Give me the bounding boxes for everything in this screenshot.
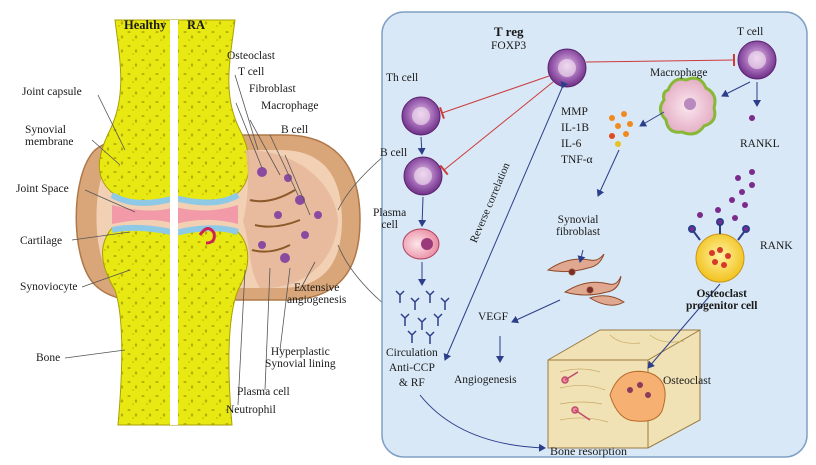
label-b-cell-right: B cell <box>380 147 407 159</box>
label-rankl: RANKL <box>740 138 780 150</box>
label-hyperplastic-lining: Hyperplastic Synovial lining <box>265 346 336 370</box>
label-cartilage: Cartilage <box>20 235 62 247</box>
label-osteoclast-left: Osteoclast <box>227 50 275 62</box>
label-fibroblast-left: Fibroblast <box>249 83 296 95</box>
label-neutrophil-left: Neutrophil <box>226 404 276 416</box>
label-treg-title: T reg <box>494 26 524 38</box>
label-circulation: Circulation Anti-CCP & RF <box>386 346 438 391</box>
label-extensive-angiogenesis: Extensive angiogenesis <box>287 282 346 306</box>
label-synovial-membrane: Synovial membrane <box>25 124 74 148</box>
label-osteoclast-right: Osteoclast <box>663 375 711 387</box>
label-treg-sub: FOXP3 <box>491 40 526 52</box>
osteoclast-progenitor-cell <box>696 234 744 282</box>
label-cytokine-1: IL-1B <box>561 122 589 134</box>
heading-ra: RA <box>187 19 205 31</box>
label-angiogenesis: Angiogenesis <box>454 374 517 386</box>
label-cytokine-2: IL-6 <box>561 138 581 150</box>
label-synovial-fibroblast: Synovial fibroblast <box>556 214 600 238</box>
label-bone-resorption: Bone resorption <box>550 445 627 457</box>
label-t-cell-left: T cell <box>238 66 264 78</box>
label-vegf: VEGF <box>478 311 508 323</box>
label-th-cell: Th cell <box>386 72 418 84</box>
label-b-cell-left: B cell <box>281 124 308 136</box>
divider <box>170 20 178 425</box>
heading-healthy: Healthy <box>124 19 166 31</box>
label-joint-space: Joint Space <box>16 183 69 195</box>
label-t-cell-right: T cell <box>737 26 763 38</box>
label-plasma-cell-left: Plasma cell <box>237 386 290 398</box>
label-cytokine-0: MMP <box>561 106 588 118</box>
label-osteoclast-progenitor: Osteoclast progenitor cell <box>686 288 757 312</box>
label-cytokine-3: TNF-α <box>561 154 593 166</box>
label-synoviocyte: Synoviocyte <box>20 281 78 293</box>
label-macrophage-left: Macrophage <box>261 100 318 112</box>
bone-block <box>548 330 700 448</box>
label-rank: RANK <box>760 240 793 252</box>
label-joint-capsule: Joint capsule <box>22 86 82 98</box>
label-plasma-cell-right: Plasma cell <box>373 207 406 231</box>
label-macrophage-right: Macrophage <box>650 67 707 79</box>
label-bone-left: Bone <box>36 352 60 364</box>
